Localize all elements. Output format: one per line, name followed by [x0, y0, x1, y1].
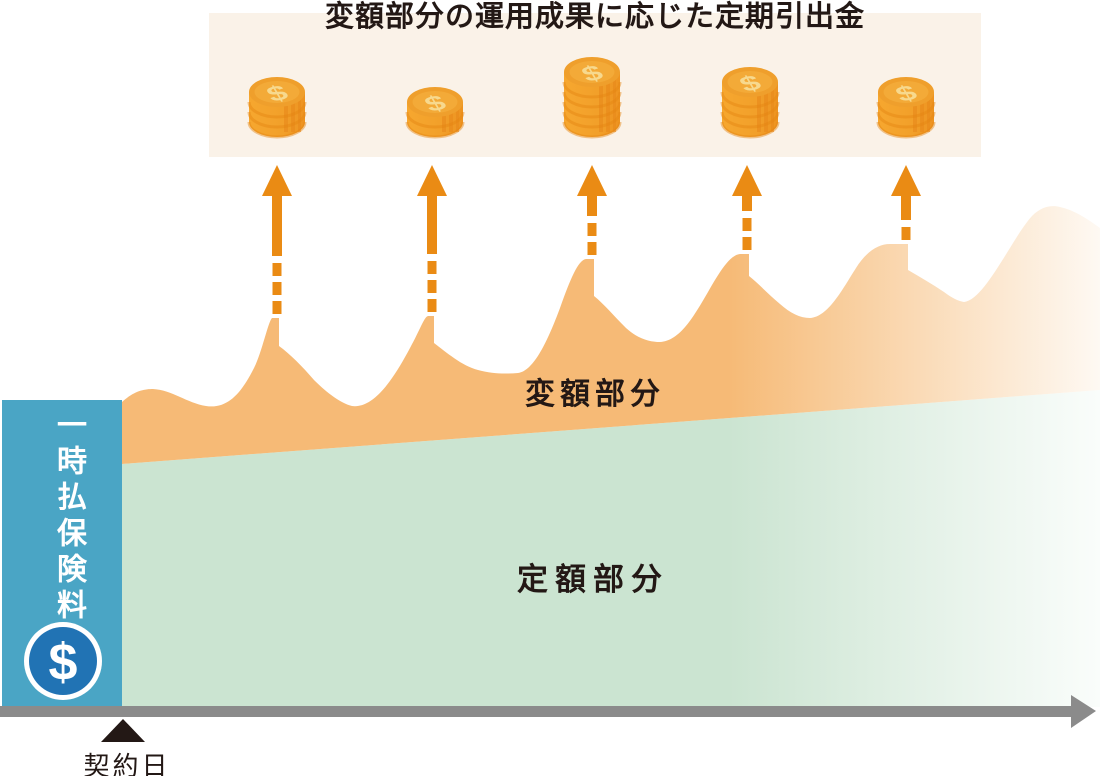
- diagram-title: 変額部分の運用成果に応じた定期引出金: [324, 1, 865, 33]
- arrow-shaft: [587, 193, 597, 216]
- coin-seam: [562, 81, 622, 99]
- coin-stripe: [613, 76, 616, 132]
- coin-stacks: $ $ $ $ $: [247, 57, 936, 139]
- coin-top-inner: [883, 81, 929, 103]
- withdrawal-arrow: [732, 165, 762, 250]
- coin-seam: [876, 101, 936, 119]
- time-axis-arrowhead: [1071, 695, 1096, 728]
- coin-seam: [562, 91, 622, 109]
- coin-stripe: [291, 96, 295, 132]
- coin-seam: [247, 111, 307, 129]
- coin-seam: [720, 91, 780, 109]
- coin-stripe: [606, 76, 610, 132]
- coin-stack: $: [876, 77, 936, 139]
- coin-seam: [720, 111, 780, 129]
- arrow-dash: [427, 299, 437, 312]
- coin-seam: [876, 111, 936, 129]
- coin-stack: $: [247, 77, 307, 139]
- coin-seam: [720, 101, 780, 119]
- coin-seam: [720, 121, 780, 139]
- coin-stripe: [284, 96, 288, 132]
- coin-stripe: [757, 86, 761, 132]
- variable-portion-area: [122, 206, 1100, 464]
- arrow-shaft: [742, 193, 752, 211]
- arrow-shaft: [901, 193, 911, 220]
- withdrawal-arrow: [262, 165, 292, 314]
- coin-stripe: [764, 86, 768, 132]
- coin-seam: [562, 121, 622, 139]
- coin-stripe: [913, 96, 917, 132]
- contract-date-marker: [101, 719, 145, 742]
- coin-stripe: [298, 96, 301, 132]
- coin-seam: [562, 111, 622, 129]
- coin-top-inner: [727, 71, 773, 93]
- arrow-head: [732, 165, 762, 196]
- withdrawal-arrow: [417, 165, 447, 312]
- arrow-dash: [587, 242, 597, 255]
- arrow-shaft: [427, 193, 437, 254]
- arrow-dash: [742, 237, 752, 250]
- coin-seam: [562, 101, 622, 119]
- arrow-dash: [427, 261, 437, 274]
- arrow-head: [417, 165, 447, 196]
- coin-stripe: [449, 106, 453, 132]
- fixed-portion-area: [122, 390, 1100, 707]
- coin-top-inner: [254, 81, 300, 103]
- arrow-dash: [587, 223, 597, 236]
- coin-seam: [405, 111, 465, 129]
- premium-bar-label: 一時払保険料: [52, 409, 85, 625]
- arrow-head: [262, 165, 292, 196]
- arrow-shaft: [272, 193, 282, 256]
- arrow-dash: [272, 301, 282, 314]
- coin-seam: [247, 101, 307, 119]
- withdrawal-arrows: [262, 165, 921, 314]
- premium-coin-symbol: $: [49, 634, 78, 692]
- arrow-dash: [742, 218, 752, 231]
- coin-seam: [247, 121, 307, 139]
- withdrawal-arrow: [577, 165, 607, 255]
- coin-stripe: [771, 86, 774, 132]
- arrow-dash: [272, 282, 282, 295]
- withdrawal-arrow: [891, 165, 921, 240]
- premium-coin-icon: [29, 627, 97, 695]
- coin-stack: $: [720, 67, 780, 139]
- coin-top-inner: [412, 91, 458, 113]
- variable-portion-label: 変額部分: [525, 378, 665, 411]
- coin-seam: [876, 121, 936, 139]
- coin-seam: [405, 121, 465, 139]
- arrow-head: [891, 165, 921, 196]
- arrow-dash: [427, 280, 437, 293]
- time-axis: [0, 706, 1075, 717]
- arrow-dash: [901, 227, 911, 240]
- coin-stripe: [599, 76, 603, 132]
- arrow-head: [577, 165, 607, 196]
- contract-date-label: 契約日: [83, 751, 171, 776]
- coin-stripe: [442, 106, 446, 132]
- coin-stack: $: [562, 57, 622, 139]
- arrow-dash: [272, 263, 282, 276]
- coin-top-inner: [569, 61, 615, 83]
- coin-stripe: [927, 96, 930, 132]
- fixed-portion-label: 定額部分: [517, 562, 669, 597]
- coin-stack: $: [405, 87, 465, 139]
- coin-stripe: [920, 96, 924, 132]
- coin-stripe: [456, 106, 459, 132]
